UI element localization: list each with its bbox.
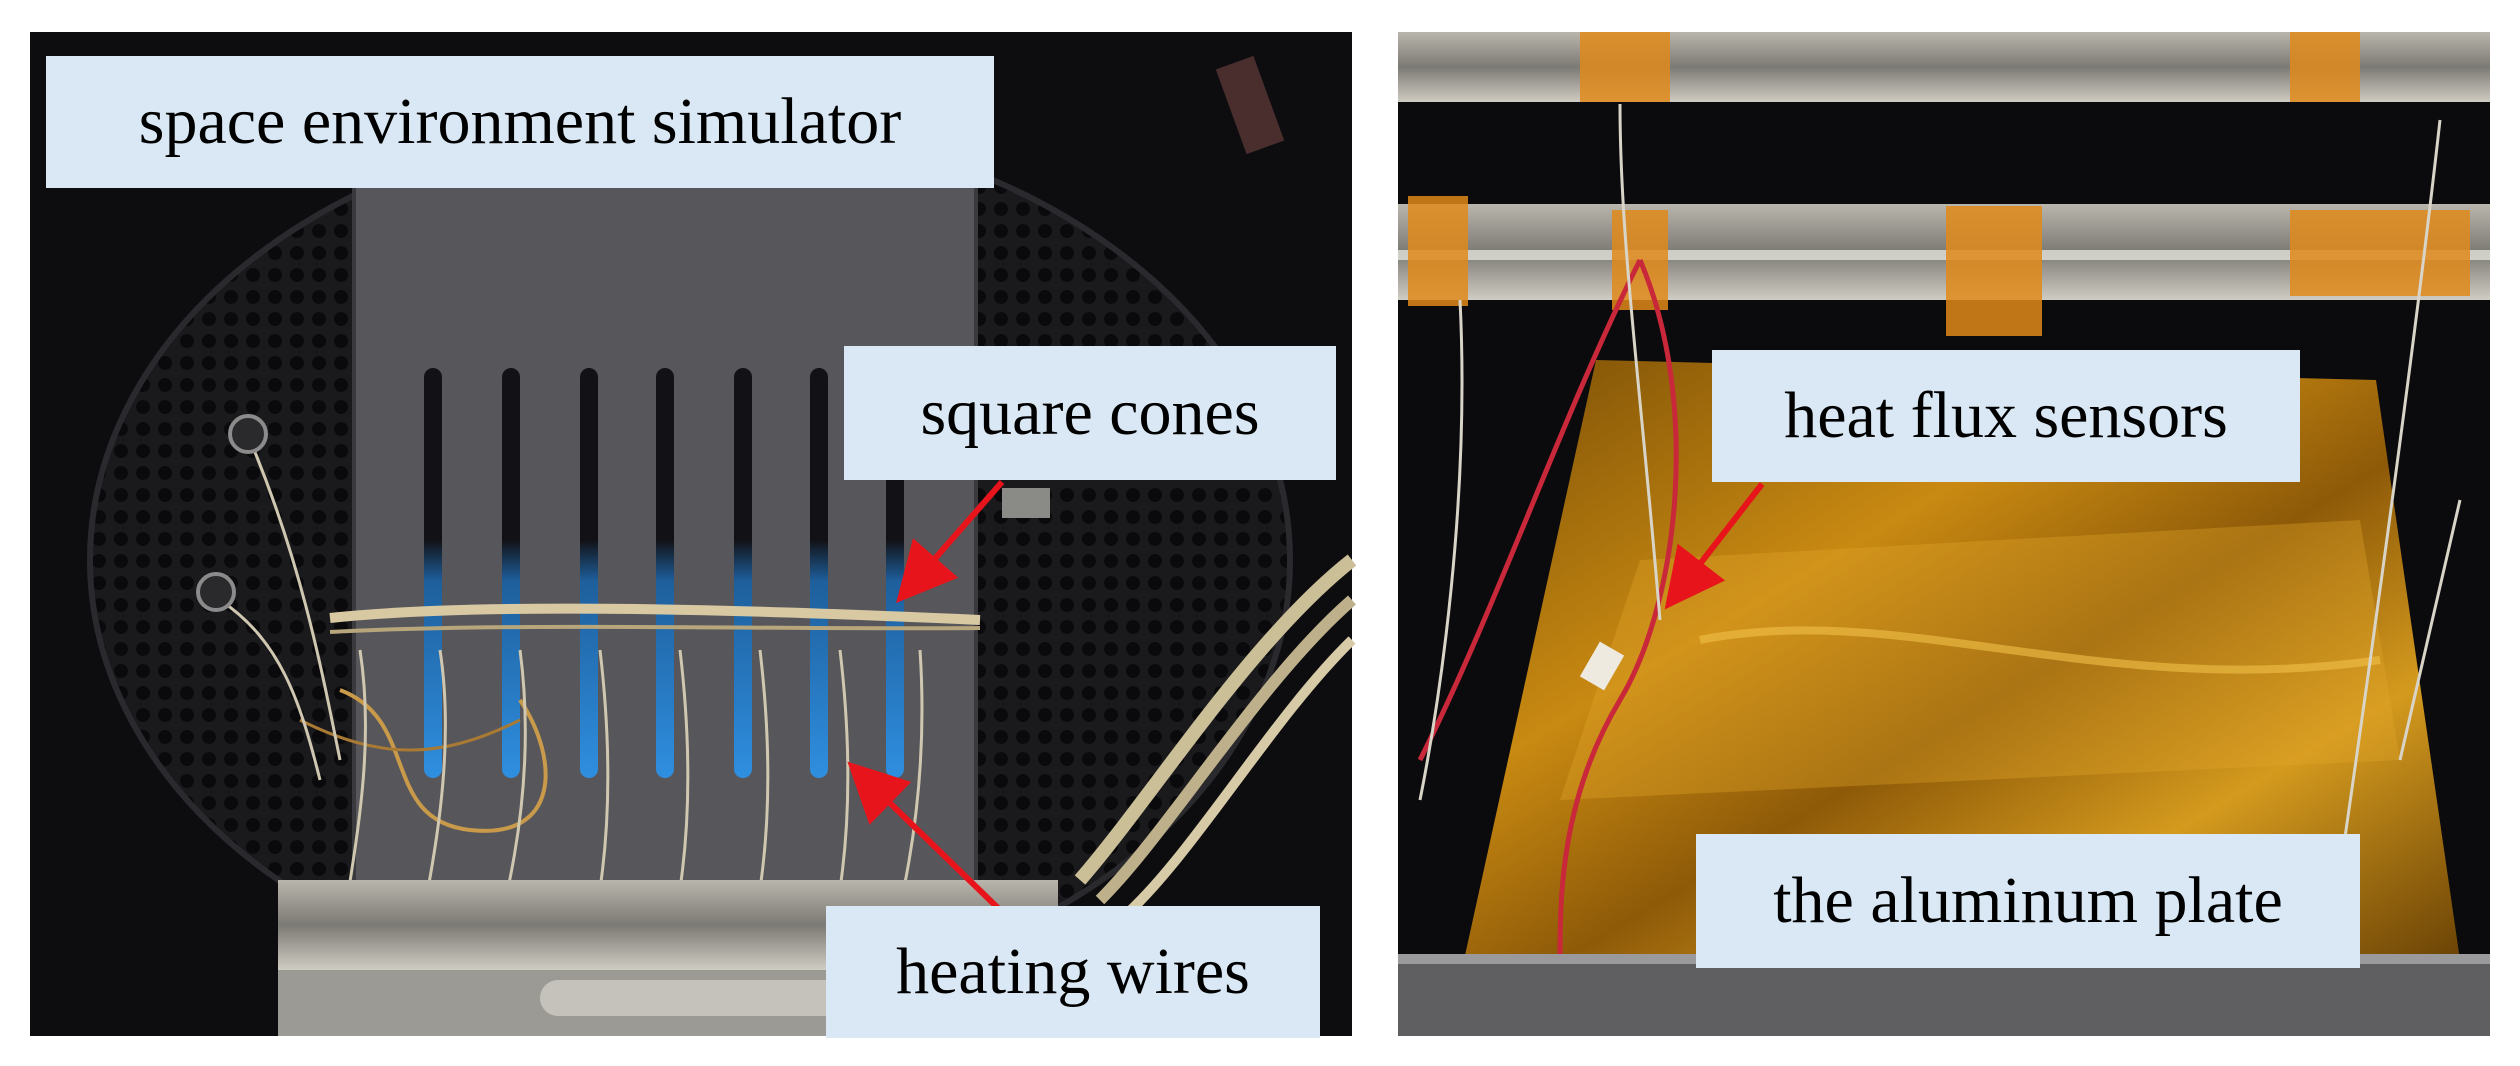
arrow-heat-flux-sensors bbox=[1664, 482, 1765, 610]
label-heat-flux-sensors: heat flux sensors bbox=[1712, 350, 2300, 482]
label-heating-wires: heating wires bbox=[826, 906, 1320, 1038]
left-photo bbox=[30, 32, 1357, 1036]
annotation-arrows bbox=[847, 480, 1765, 913]
square-cones bbox=[424, 368, 904, 778]
label-square-cones: square cones bbox=[844, 346, 1336, 480]
arrow-square-cones bbox=[896, 480, 1005, 604]
label-aluminum-plate: the aluminum plate bbox=[1696, 834, 2360, 968]
arrow-heating-wires bbox=[847, 761, 1003, 913]
label-space-environment-simulator: space environment simulator bbox=[46, 56, 994, 188]
